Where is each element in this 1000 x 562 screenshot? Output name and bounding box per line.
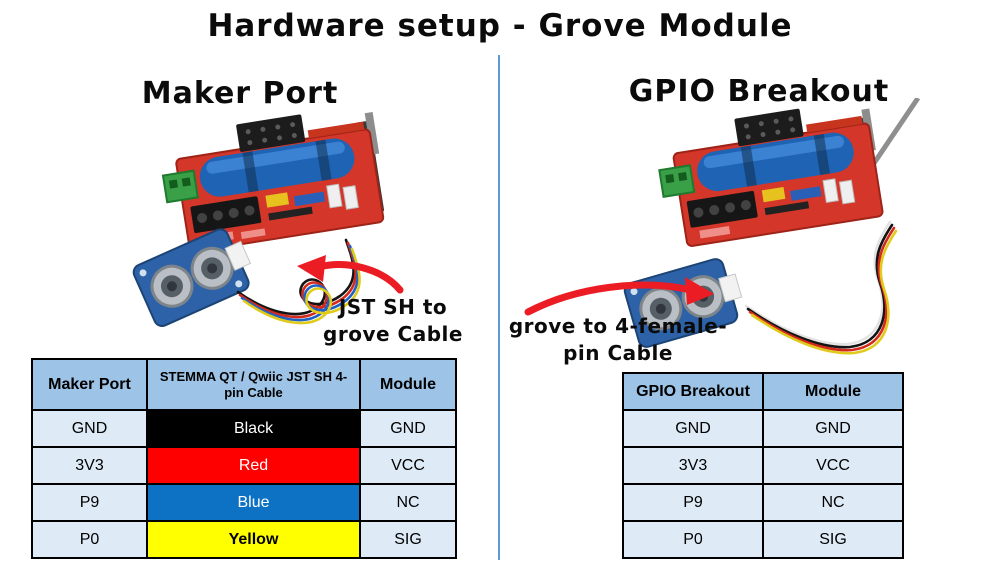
maker-port-table: Maker Port STEMMA QT / Qwiic JST SH 4-pi… — [31, 358, 457, 559]
grove-female-pin-cable — [744, 220, 898, 355]
port-cell: P9 — [622, 483, 764, 522]
maker-port-heading: Maker Port — [141, 76, 339, 111]
table-row: P9 Blue NC — [31, 483, 457, 522]
col-header-maker-port: Maker Port — [31, 358, 148, 411]
col-header-module: Module — [359, 358, 457, 411]
port-cell: P0 — [31, 520, 148, 559]
red-arrow-right — [524, 277, 714, 316]
module-cell: GND — [359, 409, 457, 448]
maker-port-board-photo — [132, 111, 385, 328]
jst-annotation-line1: JST SH to — [338, 295, 448, 319]
robot-controller-board — [658, 108, 884, 247]
module-cell: NC — [762, 483, 904, 522]
grove-annotation: grove to 4-female- pin Cable — [500, 313, 736, 367]
module-cell: VCC — [359, 446, 457, 485]
green-terminal — [161, 169, 199, 204]
module-cell: SIG — [762, 520, 904, 559]
gpio-breakout-board-photo — [623, 98, 921, 355]
table-row: 3V3 VCC — [622, 446, 904, 485]
wire-cell: Yellow — [146, 520, 361, 559]
red-arrow-left — [297, 255, 404, 294]
port-cell: P9 — [31, 483, 148, 522]
port-cell: 3V3 — [31, 446, 148, 485]
table-row: GND GND — [622, 409, 904, 448]
wire-cell: Black — [146, 409, 361, 448]
grove-annotation-line2: pin Cable — [563, 341, 673, 365]
table-header-row: GPIO Breakout Module — [622, 372, 904, 411]
gpio-breakout-heading: GPIO Breakout — [628, 74, 890, 109]
module-cell: VCC — [762, 446, 904, 485]
module-cell: NC — [359, 483, 457, 522]
ultrasonic-sensor — [132, 228, 252, 328]
module-cell: GND — [762, 409, 904, 448]
jst-annotation: JST SH to grove Cable — [303, 294, 483, 348]
module-cell: SIG — [359, 520, 457, 559]
table-row: P0 SIG — [622, 520, 904, 559]
table-row: P0 Yellow SIG — [31, 520, 457, 559]
table-row: GND Black GND — [31, 409, 457, 448]
port-cell: GND — [622, 409, 764, 448]
col-header-module: Module — [762, 372, 904, 411]
port-cell: P0 — [622, 520, 764, 559]
col-header-gpio-breakout: GPIO Breakout — [622, 372, 764, 411]
section-divider — [498, 55, 500, 560]
grove-annotation-line1: grove to 4-female- — [508, 314, 728, 338]
port-cell: 3V3 — [622, 446, 764, 485]
wire-cell: Red — [146, 446, 361, 485]
jst-annotation-line2: grove Cable — [323, 322, 463, 346]
port-cell: GND — [31, 409, 148, 448]
wire-cell: Blue — [146, 483, 361, 522]
robot-controller-board — [161, 111, 385, 253]
green-terminal — [658, 164, 696, 198]
gpio-breakout-table: GPIO Breakout Module GND GND 3V3 VCC P9 … — [622, 372, 904, 559]
jst-grove-cable — [236, 238, 361, 325]
table-row: 3V3 Red VCC — [31, 446, 457, 485]
table-header-row: Maker Port STEMMA QT / Qwiic JST SH 4-pi… — [31, 358, 457, 411]
table-row: P9 NC — [622, 483, 904, 522]
col-header-cable: STEMMA QT / Qwiic JST SH 4-pin Cable — [146, 358, 361, 411]
page-title: Hardware setup - Grove Module — [207, 8, 793, 44]
